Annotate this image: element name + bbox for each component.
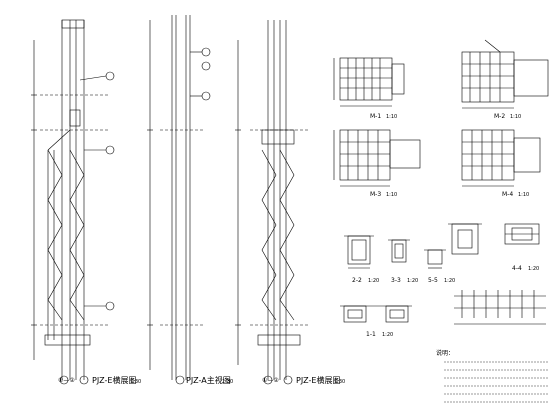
- section-4-4-scale: 1:20: [528, 266, 539, 272]
- section-2-2-scale: 1:20: [368, 278, 379, 284]
- section-4-4-drawing: [448, 223, 540, 255]
- column-elevation-3: [235, 20, 310, 385]
- section-m3-scale: 1:10: [386, 192, 397, 198]
- detail-m2: [461, 39, 549, 109]
- view2-scale: 1:30: [222, 379, 233, 385]
- view3-title: PJZ-E横展图: [296, 375, 340, 385]
- section-1-1-scale: 1:20: [382, 332, 393, 338]
- section-m2-scale: 1:10: [510, 114, 521, 120]
- column-elevation-1: [31, 19, 115, 385]
- view3-scale: 1:30: [334, 379, 345, 385]
- section-1-1-drawing: [340, 305, 412, 323]
- section-1-1-label: 1-1: [366, 331, 376, 338]
- axis-mark-view3: ①—②: [262, 377, 279, 384]
- notes-lines: [444, 361, 548, 403]
- detail-m3: [333, 129, 421, 187]
- notes-heading: 说明：: [436, 349, 454, 357]
- anchor-bolt-detail: [454, 290, 546, 325]
- column-elevation-2: [147, 15, 211, 385]
- detail-m4: [461, 129, 541, 187]
- section-m4-label: M-4: [502, 191, 513, 198]
- axis-mark-view1: ①—②: [58, 377, 75, 384]
- section-m3-label: M-3: [370, 191, 381, 198]
- section-2-2-label: 2-2: [352, 277, 362, 284]
- view2-title: PJZ-A主视图: [186, 375, 231, 385]
- section-m4-scale: 1:10: [518, 192, 529, 198]
- section-2-2-drawing: [344, 235, 374, 269]
- section-3-3-drawing: [388, 239, 410, 263]
- detail-m1: [333, 57, 405, 107]
- section-5-5-drawing: [424, 249, 446, 269]
- section-m1-scale: 1:10: [386, 114, 397, 120]
- section-3-3-scale: 1:20: [407, 278, 418, 284]
- section-m1-label: M-1: [370, 113, 381, 120]
- section-4-4-label: 4-4: [512, 265, 522, 272]
- section-m2-label: M-2: [494, 113, 505, 120]
- view1-scale: 1:30: [130, 379, 141, 385]
- section-5-5-scale: 1:20: [444, 278, 455, 284]
- section-5-5-label: 5-5: [428, 277, 438, 284]
- view1-title: PJZ-E横展图: [92, 375, 136, 385]
- section-3-3-label: 3-3: [391, 277, 401, 284]
